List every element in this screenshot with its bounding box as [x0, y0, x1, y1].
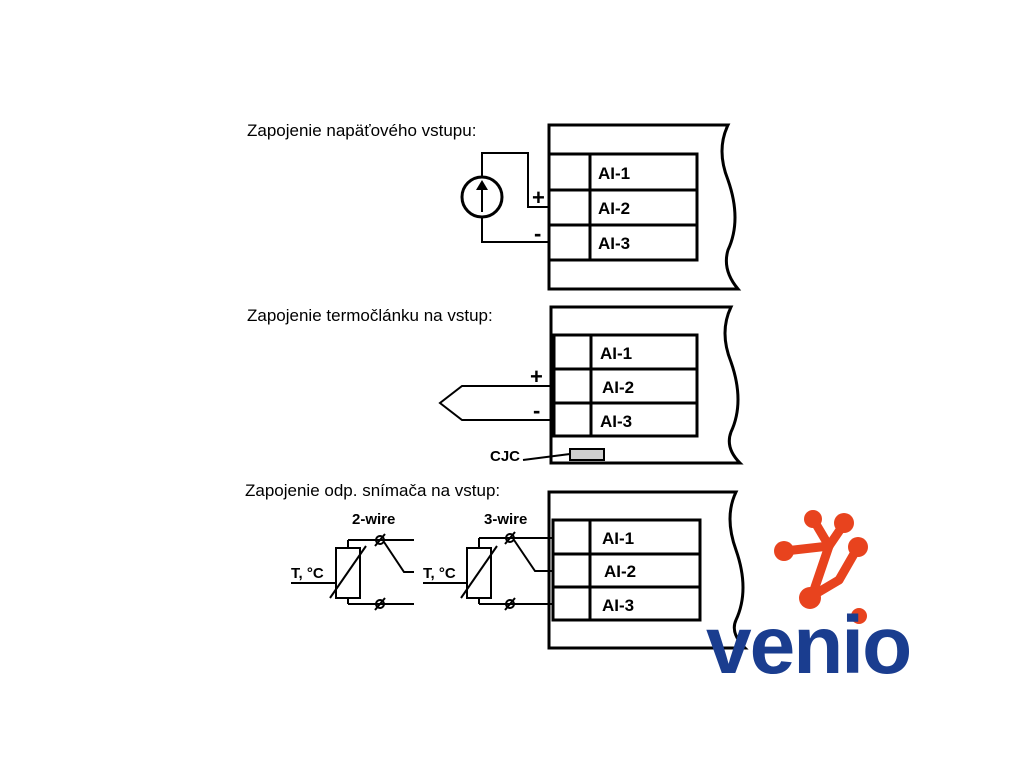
three-wire-label: 3-wire — [484, 511, 527, 528]
two-wire-sensor: 2-wire T, °C — [291, 511, 414, 611]
thermocouple-terminal-ai3: AI-3 — [600, 412, 632, 431]
thermocouple-probe — [438, 385, 554, 421]
resistive-sensor-section: Zapojenie odp. snímača na vstup: AI-1 AI… — [245, 481, 749, 650]
resistive-module-housing — [547, 490, 749, 650]
voltage-terminal-ai3: AI-3 — [598, 234, 630, 253]
resistive-section-title: Zapojenie odp. snímača na vstup: — [245, 481, 500, 500]
voltage-source-symbol — [460, 175, 504, 219]
voltage-terminal-ai2: AI-2 — [598, 199, 630, 218]
cjc-label: CJC — [490, 448, 520, 465]
voltage-input-section: Zapojenie napäťového vstupu: AI-1 AI-2 A… — [247, 121, 742, 291]
resistive-terminal-ai1: AI-1 — [602, 529, 634, 548]
thermocouple-plus-sign: + — [530, 364, 543, 389]
voltage-wiring — [481, 152, 549, 243]
thermocouple-section: Zapojenie termočlánku na vstup: AI-1 AI-… — [247, 305, 744, 465]
voltage-section-title: Zapojenie napäťového vstupu: — [247, 121, 476, 140]
voltage-minus-sign: - — [534, 221, 541, 246]
thermocouple-terminal-ai1: AI-1 — [600, 344, 632, 363]
resistive-terminal-ai2: AI-2 — [604, 562, 636, 581]
three-wire-temp-label: T, °C — [423, 565, 456, 582]
thermocouple-terminal-block: AI-1 AI-2 AI-3 — [552, 333, 699, 438]
venio-logo-mark-icon — [774, 510, 868, 624]
two-wire-label: 2-wire — [352, 511, 395, 528]
two-wire-temp-label: T, °C — [291, 565, 324, 582]
thermocouple-minus-sign: - — [533, 398, 540, 423]
venio-logo-text: venio — [706, 600, 910, 691]
voltage-module-housing — [547, 123, 742, 291]
voltage-terminal-ai1: AI-1 — [598, 164, 630, 183]
voltage-plus-sign: + — [532, 185, 545, 210]
three-wire-sensor: 3-wire T, °C — [423, 511, 553, 611]
resistive-terminal-ai3: AI-3 — [602, 596, 634, 615]
thermocouple-module-housing — [549, 305, 744, 465]
thermocouple-terminal-ai2: AI-2 — [602, 378, 634, 397]
venio-logo: venio — [706, 510, 912, 691]
thermocouple-section-title: Zapojenie termočlánku na vstup: — [247, 306, 493, 325]
resistive-terminal-block: AI-1 AI-2 AI-3 — [551, 518, 702, 622]
voltage-terminal-block: AI-1 AI-2 AI-3 — [547, 152, 699, 262]
cjc-sensor — [569, 448, 605, 461]
